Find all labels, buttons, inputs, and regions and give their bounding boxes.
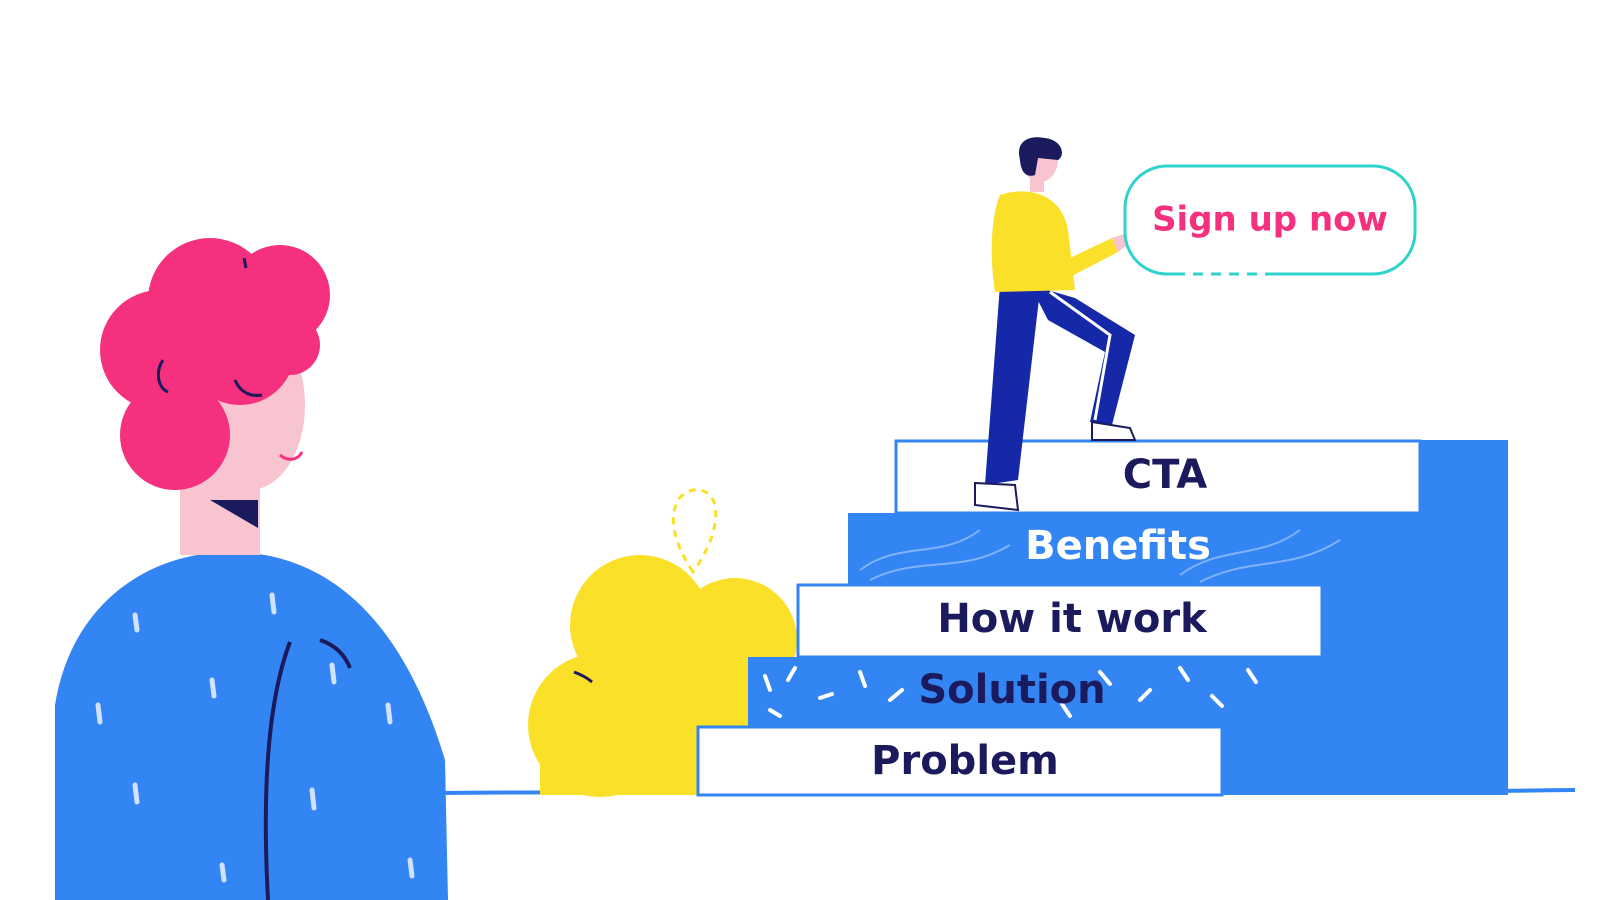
- staircase-back: [1220, 440, 1508, 795]
- step-label-benefits: Benefits: [1025, 523, 1211, 569]
- scribble-pattern: [859, 529, 1341, 583]
- step-benefits: Benefits: [848, 513, 1372, 585]
- sweater-pattern: [95, 592, 415, 883]
- step-label-solution: Solution: [918, 667, 1105, 713]
- speech-bubble-icon: Sign up now: [1123, 164, 1417, 277]
- step-problem: Problem: [696, 725, 1224, 797]
- man-front-shoe: [1091, 420, 1137, 441]
- woman-hair: [100, 238, 330, 490]
- step-label-how-it-work: How it work: [937, 596, 1208, 642]
- drop-outline-icon: [671, 488, 718, 575]
- man-torso: [991, 191, 1075, 292]
- step-solution: Solution: [748, 657, 1272, 727]
- man-hair: [1019, 137, 1062, 176]
- step-label-problem: Problem: [871, 738, 1059, 784]
- man-arm: [1038, 215, 1118, 278]
- observer-woman: [55, 238, 448, 900]
- man-back-shoe: [974, 481, 1020, 512]
- confetti-pattern: [763, 666, 1258, 718]
- woman-body: [55, 551, 448, 900]
- step-label-cta: CTA: [1123, 452, 1208, 498]
- man-front-leg: [1030, 285, 1135, 425]
- step-how-it-work: How it work: [796, 583, 1324, 659]
- climbing-man: [974, 137, 1137, 512]
- man-back-leg: [985, 285, 1040, 485]
- speech-bubble-text: Sign up now: [1152, 200, 1388, 240]
